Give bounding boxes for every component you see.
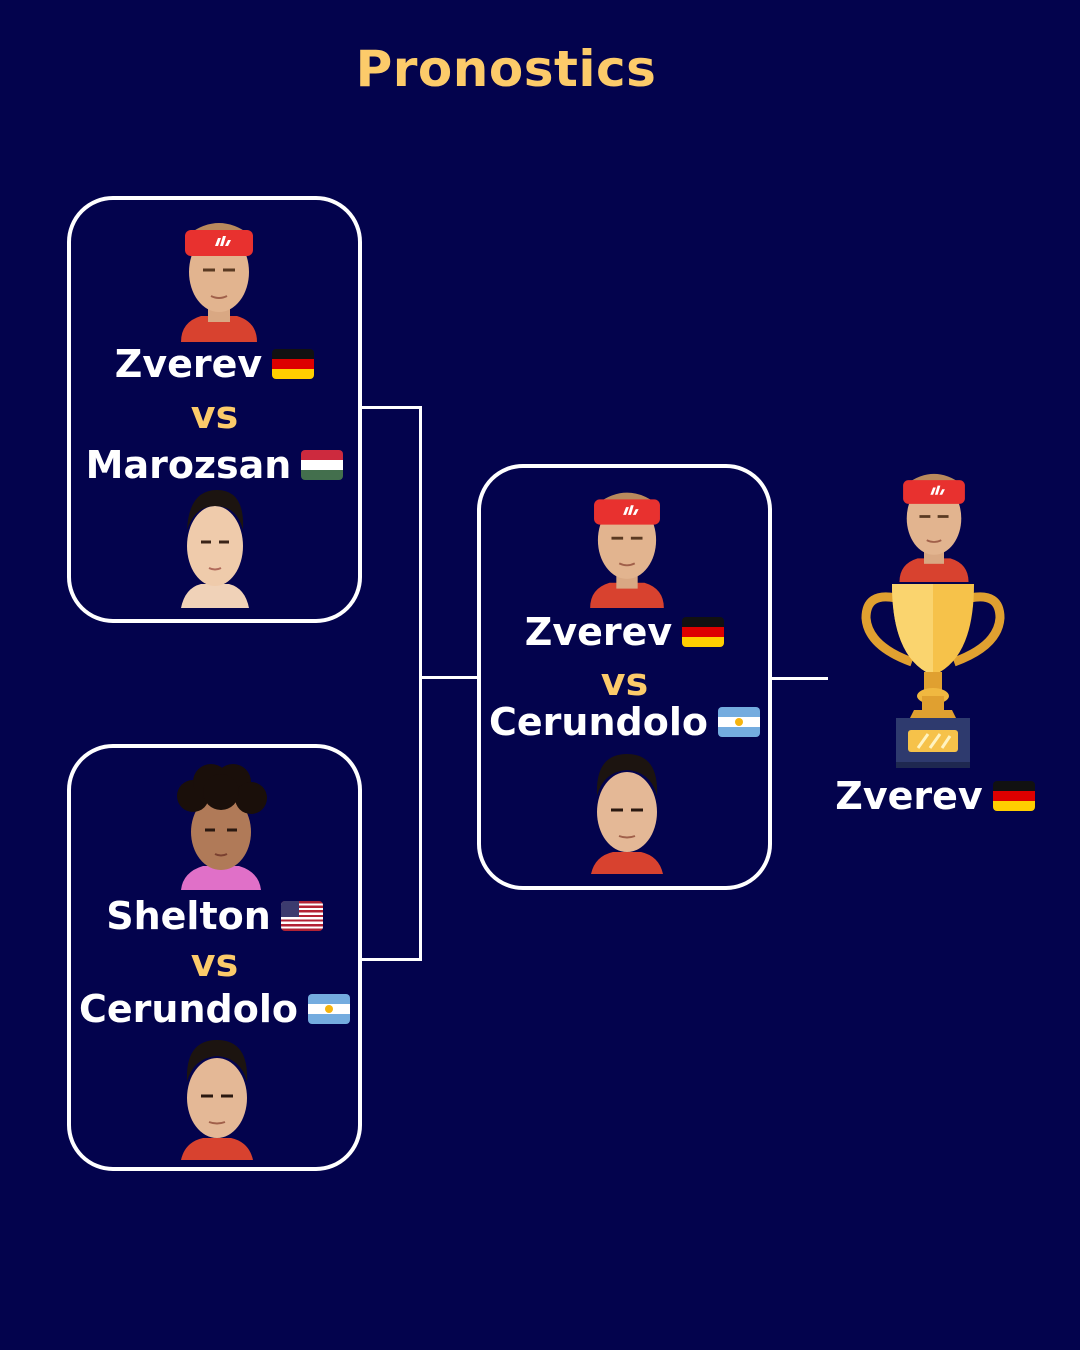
hungary-flag-icon [301, 449, 344, 480]
winner-name: Zverev [830, 774, 1040, 818]
bracket-line-qf2 [362, 958, 420, 961]
trophy-icon [861, 584, 1005, 768]
player-name-cerundolo: Cerundolo [481, 700, 768, 744]
germany-flag-icon [992, 780, 1035, 811]
player-portrait-cerundolo [591, 754, 663, 874]
match-card-zverev-marozsan[interactable]: Zverev vs Marozsan [67, 196, 362, 623]
bracket-line-vertical [419, 406, 422, 961]
player-portrait-marozsan [181, 490, 249, 608]
bracket-line-to-sf [419, 676, 477, 679]
player-name-zverev: Zverev [71, 342, 358, 386]
player-name-zverev: Zverev [481, 610, 768, 654]
player-portrait-cerundolo [181, 1040, 253, 1160]
argentina-flag-icon [307, 993, 350, 1024]
bracket-line-qf1 [362, 406, 420, 409]
player-portrait-zverev [899, 473, 969, 582]
match-card-shelton-cerundolo[interactable]: Shelton vs Cerundolo [67, 744, 362, 1171]
argentina-flag-icon [717, 706, 760, 737]
vs-label: vs [190, 393, 239, 437]
player-name-cerundolo: Cerundolo [71, 987, 358, 1031]
player-name-shelton: Shelton [71, 894, 358, 938]
germany-flag-icon [682, 616, 725, 647]
page-title: Pronostics [355, 40, 657, 98]
match-card-zverev-cerundolo[interactable]: Zverev vs Cerundolo [477, 464, 772, 890]
player-portrait-zverev [590, 492, 664, 608]
player-portrait-shelton [177, 764, 267, 890]
usa-flag-icon [280, 900, 323, 931]
bracket-line-to-final [772, 677, 828, 680]
germany-flag-icon [272, 348, 315, 379]
vs-label: vs [600, 660, 649, 704]
player-portrait-zverev [181, 223, 257, 342]
vs-label: vs [190, 941, 239, 985]
winner-section: Zverev [830, 460, 1040, 820]
player-name-marozsan: Marozsan [71, 443, 358, 487]
